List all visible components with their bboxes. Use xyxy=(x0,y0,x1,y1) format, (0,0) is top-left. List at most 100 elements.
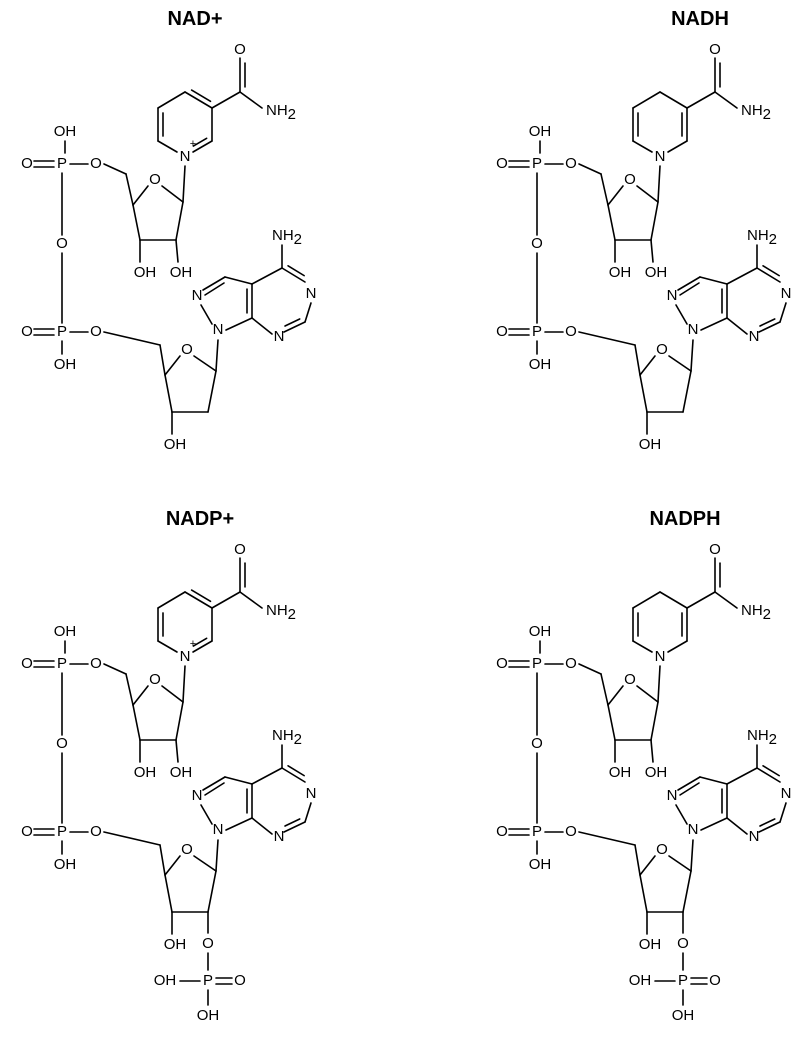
bond xyxy=(175,201,184,241)
bond xyxy=(759,818,776,827)
bond xyxy=(679,782,700,796)
atom-n: N xyxy=(655,648,666,665)
bond xyxy=(659,591,688,609)
bond xyxy=(103,831,161,846)
bond xyxy=(677,276,701,291)
bond xyxy=(164,874,173,913)
bond xyxy=(304,302,312,323)
bond xyxy=(668,855,692,872)
bond xyxy=(192,140,213,153)
atom-p: P xyxy=(57,323,67,340)
bond xyxy=(634,344,641,376)
bond xyxy=(192,137,208,147)
bond xyxy=(636,185,659,203)
bond xyxy=(779,802,787,823)
atom-oh: OH xyxy=(54,856,77,873)
atom-n: N xyxy=(688,821,699,838)
bond xyxy=(281,767,306,783)
bond xyxy=(207,370,217,413)
atom-oh: OH xyxy=(170,264,193,281)
atom-p: P xyxy=(678,972,688,989)
bond xyxy=(578,663,602,675)
bond xyxy=(578,331,636,346)
atom-o: O xyxy=(90,823,102,840)
bond xyxy=(157,640,178,653)
amine-label: NH2 xyxy=(747,227,777,248)
bond xyxy=(677,776,701,791)
bond xyxy=(283,821,306,833)
bond xyxy=(204,782,225,796)
atom-o: O xyxy=(496,823,508,840)
amine-label: NH2 xyxy=(741,602,771,623)
atom-o: O xyxy=(21,823,33,840)
atom-o: O xyxy=(56,235,68,252)
bond xyxy=(284,818,301,827)
bond xyxy=(607,185,624,206)
bond xyxy=(103,331,161,346)
bond xyxy=(184,591,213,609)
atom-oh: OH xyxy=(164,436,187,453)
atom-o: O xyxy=(656,841,668,858)
atom-oh: OH xyxy=(197,1007,220,1024)
atom-o: O xyxy=(496,155,508,172)
bond xyxy=(686,91,716,109)
bond xyxy=(636,685,659,703)
bond xyxy=(634,844,641,876)
amine-label: NH2 xyxy=(272,227,302,248)
bond xyxy=(578,831,636,846)
atom-n: N xyxy=(781,285,792,302)
bond xyxy=(193,355,217,372)
atom-oh: OH xyxy=(134,764,157,781)
atom-o: O xyxy=(677,935,689,952)
atom-o: O xyxy=(21,655,33,672)
atom-o: O xyxy=(234,41,246,58)
bond xyxy=(164,855,181,876)
bond xyxy=(668,355,692,372)
bond xyxy=(251,317,273,335)
atom-oh: OH xyxy=(54,123,77,140)
atom-oh: OH xyxy=(134,264,157,281)
atom-p: P xyxy=(57,155,67,172)
bond xyxy=(700,317,728,331)
atom-n: N xyxy=(667,787,678,804)
bond xyxy=(182,165,186,203)
bond xyxy=(225,317,253,331)
amine-label: NH2 xyxy=(747,727,777,748)
bond xyxy=(758,821,781,833)
atom-n: N xyxy=(655,148,666,165)
bond xyxy=(175,701,184,741)
atom-o: O xyxy=(90,155,102,172)
charge-plus: + xyxy=(190,138,196,150)
atom-o: O xyxy=(234,972,246,989)
atom-oh: OH xyxy=(529,356,552,373)
bond xyxy=(759,318,776,327)
bond xyxy=(251,267,283,285)
atom-oh: OH xyxy=(529,856,552,873)
bond xyxy=(182,665,186,703)
atom-oh: OH xyxy=(629,972,652,989)
atom-o: O xyxy=(565,655,577,672)
atom-oh: OH xyxy=(54,623,77,640)
bond xyxy=(215,839,219,872)
atom-o: O xyxy=(496,655,508,672)
bond xyxy=(659,91,688,109)
bond xyxy=(204,282,225,296)
atom-oh: OH xyxy=(154,972,177,989)
bond xyxy=(650,239,654,263)
bond xyxy=(758,321,781,333)
atom-oh: OH xyxy=(645,264,668,281)
bond xyxy=(600,673,609,706)
bond xyxy=(632,640,653,653)
bond xyxy=(132,185,149,206)
atom-oh: OH xyxy=(672,1007,695,1024)
bond xyxy=(202,776,226,791)
bond xyxy=(284,318,301,327)
bond xyxy=(675,304,688,325)
bond xyxy=(714,591,738,609)
bond xyxy=(159,844,166,876)
bond xyxy=(224,776,253,785)
bond xyxy=(657,665,661,703)
bond xyxy=(690,339,694,372)
